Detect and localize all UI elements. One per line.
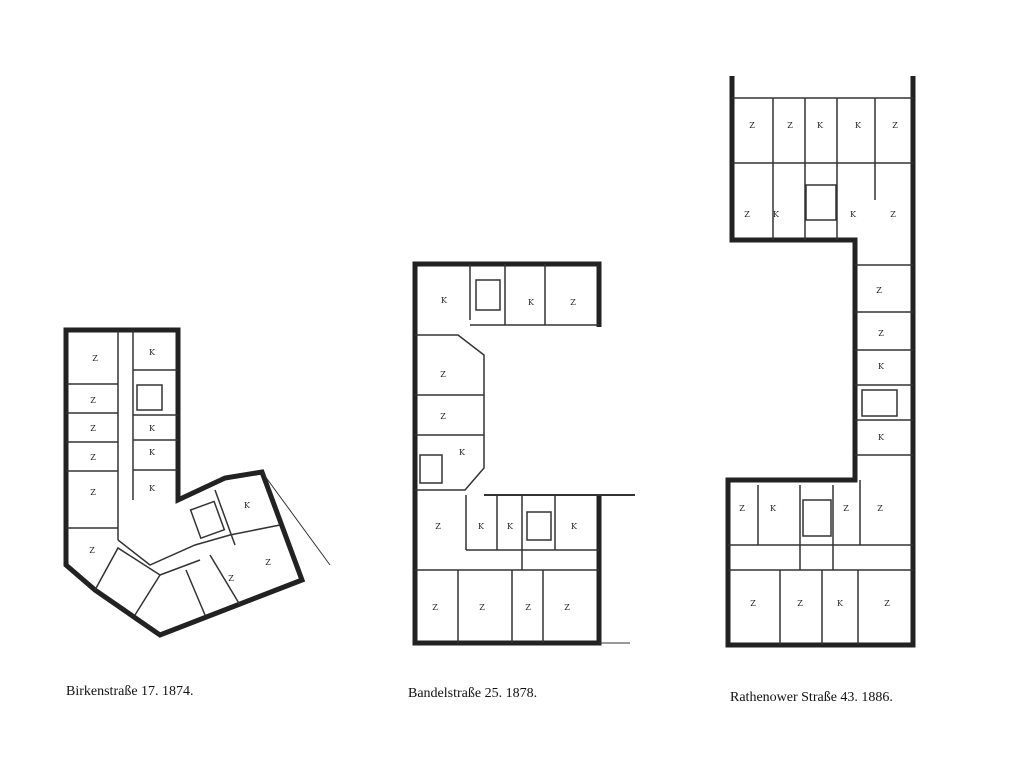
room-label: Z: [90, 396, 96, 405]
room-label: Z: [432, 603, 438, 612]
plan-rathenower-strasse: [725, 76, 916, 648]
room-label: K: [850, 210, 857, 219]
room-label: K: [773, 210, 780, 219]
room-label: Z: [265, 558, 271, 567]
room-label: Z: [90, 488, 96, 497]
room-label: K: [817, 121, 824, 130]
room-label: Z: [90, 453, 96, 462]
room-label: K: [441, 296, 448, 305]
room-label: Z: [440, 412, 446, 421]
room-label: Z: [843, 504, 849, 513]
room-label: Z: [89, 546, 95, 555]
room-label: Z: [750, 599, 756, 608]
room-label: Z: [877, 504, 883, 513]
room-label: K: [149, 424, 156, 433]
room-label: Z: [564, 603, 570, 612]
room-label: K: [878, 433, 885, 442]
room-label: K: [770, 504, 777, 513]
room-label: Z: [440, 370, 446, 379]
room-label: Z: [878, 329, 884, 338]
room-label: Z: [884, 599, 890, 608]
room-label: Z: [892, 121, 898, 130]
room-label: Z: [479, 603, 485, 612]
room-label: Z: [228, 574, 234, 583]
plan-caption-rathenower-strasse: Rathenower Straße 43. 1886.: [730, 690, 893, 705]
room-label: Z: [525, 603, 531, 612]
plan-birkenstrasse: [63, 327, 331, 638]
plan-caption-bandelstrasse: Bandelstraße 25. 1878.: [408, 686, 538, 701]
room-label: K: [149, 448, 156, 457]
room-label: Z: [787, 121, 793, 130]
room-label: Z: [890, 210, 896, 219]
room-label: Z: [739, 504, 745, 513]
room-label: K: [478, 522, 485, 531]
room-label: K: [244, 501, 251, 510]
room-label: K: [507, 522, 514, 531]
room-label: Z: [570, 298, 576, 307]
room-label: K: [528, 298, 535, 307]
room-label: K: [149, 484, 156, 493]
room-label: K: [571, 522, 578, 531]
plan-caption-birkenstrasse: Birkenstraße 17. 1874.: [66, 684, 194, 699]
room-label: K: [837, 599, 844, 608]
room-label: Z: [749, 121, 755, 130]
room-label: K: [149, 348, 156, 357]
room-label: K: [878, 362, 885, 371]
room-label: Z: [92, 354, 98, 363]
room-label: Z: [797, 599, 803, 608]
room-label: Z: [876, 286, 882, 295]
plan-bandelstrasse: [412, 261, 635, 646]
room-label: Z: [435, 522, 441, 531]
room-label: Z: [744, 210, 750, 219]
room-label: K: [459, 448, 466, 457]
room-label: Z: [90, 424, 96, 433]
room-label: K: [855, 121, 862, 130]
